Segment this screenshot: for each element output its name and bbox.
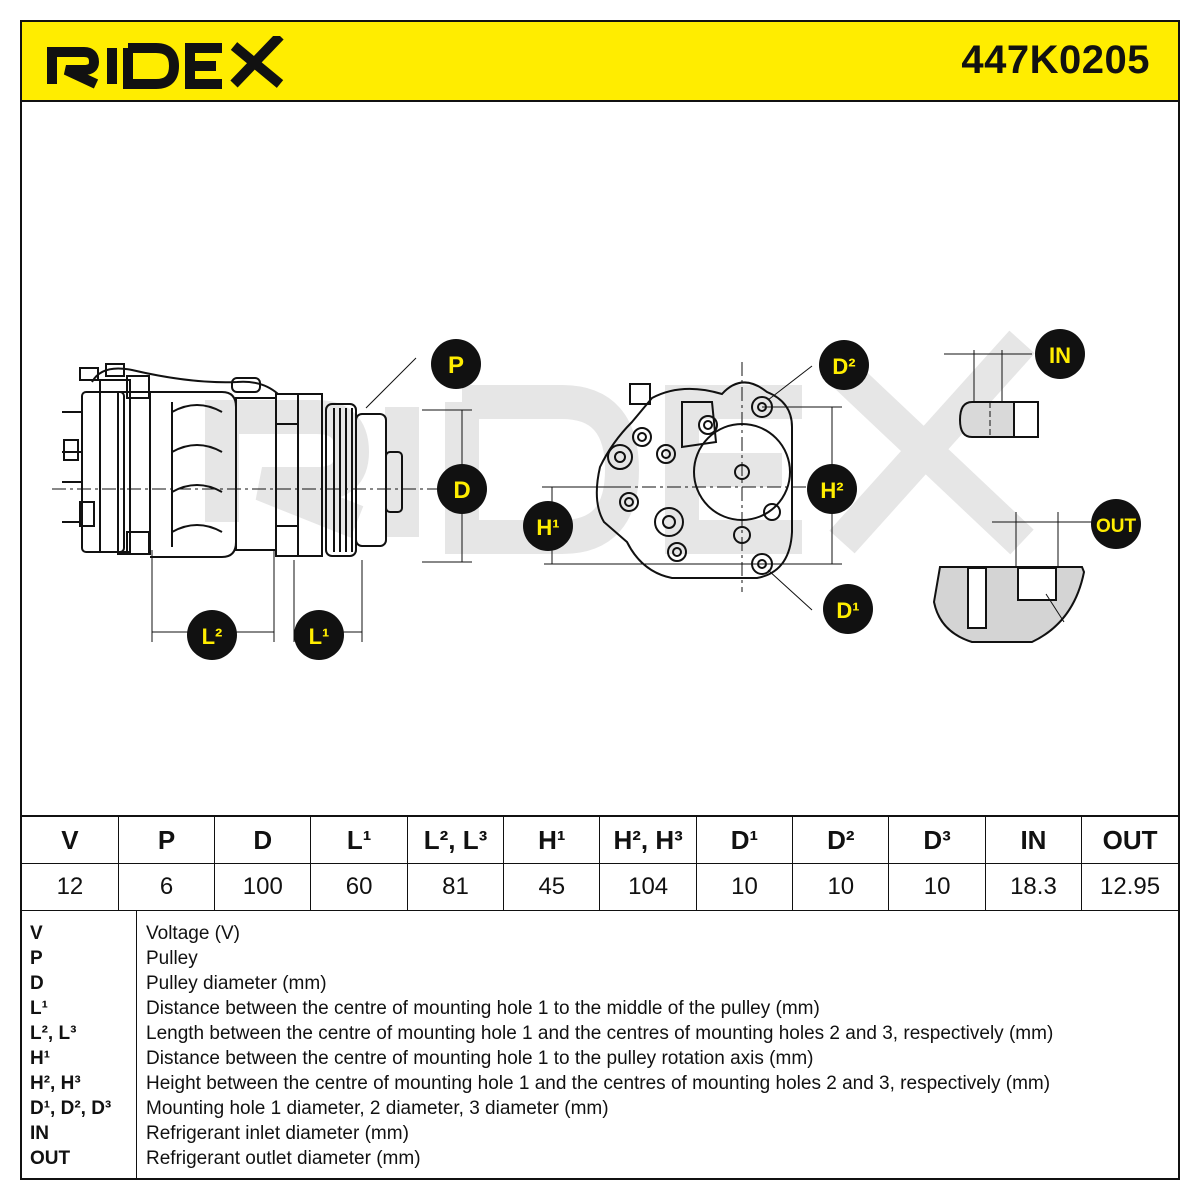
callout-h1: H¹ [523,501,573,551]
callout-l1-label: L¹ [309,624,330,649]
legend-symbol: H¹ [30,1048,51,1069]
legend-symbol: V [30,923,43,944]
spec-value-d1: 10 [695,863,794,911]
callout-l2-label: L² [202,624,223,649]
legend-description: Voltage (V) [146,923,240,944]
callout-in: IN [1035,329,1085,379]
legend-symbol: D¹, D², D³ [30,1098,112,1119]
spec-header-h2-h3: H², H³ [599,815,697,864]
inlet-fitting-detail [944,350,1039,438]
legend-row-p: P Pulley [22,948,1178,973]
compressor-front-view [595,381,793,579]
callout-out-label: OUT [1096,516,1137,537]
callout-h1-label: H¹ [536,515,559,540]
callout-l2: L² [187,610,237,660]
legend-description: Height between the centre of mounting ho… [146,1073,1051,1094]
callout-d: D [437,464,487,514]
legend-row-d: D Pulley diameter (mm) [22,973,1178,998]
spec-header-d: D [214,815,312,864]
spec-value-d3: 10 [888,863,986,911]
legend-description: Mounting hole 1 diameter, 2 diameter, 3 … [146,1098,609,1119]
spec-header-out: OUT [1081,815,1178,864]
spec-value-row: 12 6 100 60 81 45 104 10 10 10 18.3 12.9… [22,863,1178,911]
spec-value-l1: 60 [310,863,408,911]
spec-header-v: V [22,815,119,864]
spec-header-row: V P D L¹ L², L³ H¹ H², H³ D¹ D² D³ IN OU… [22,815,1178,864]
callout-d1: D¹ [823,584,873,634]
legend-row-v: V Voltage (V) [22,923,1178,948]
spec-value-v: 12 [22,863,119,911]
spec-header-h1: H¹ [503,815,601,864]
spec-value-h2-h3: 104 [599,863,697,911]
callout-h2: H² [807,464,857,514]
spec-header-p: P [117,815,216,864]
watermark-logo [205,330,1035,555]
legend-row-h2-h3: H², H³ Height between the centre of moun… [22,1073,1178,1098]
callout-d2-label: D² [832,354,855,379]
spec-value-out: 12.95 [1081,863,1178,911]
spec-value-l2-l3: 81 [406,863,505,911]
legend-row-out: OUT Refrigerant outlet diameter (mm) [22,1148,1178,1173]
legend-row-in: IN Refrigerant inlet diameter (mm) [22,1123,1178,1148]
spec-value-p: 6 [117,863,216,911]
outlet-fitting-detail [932,512,1092,643]
callout-p: P [431,339,481,389]
technical-drawing: P D L² L¹ H¹ H² [52,329,1141,660]
callout-out: OUT [1091,499,1141,549]
spec-header-l2-l3: L², L³ [406,815,505,864]
spec-header-d3: D³ [888,815,986,864]
legend-symbol: OUT [30,1148,71,1169]
spec-table: V P D L¹ L², L³ H¹ H², H³ D¹ D² D³ IN OU… [22,815,1178,911]
legend-row-l2-l3: L², L³ Length between the centre of moun… [22,1023,1178,1048]
spec-header-in: IN [984,815,1083,864]
part-number: 447K0205 [961,38,1150,82]
spec-header-d2: D² [792,815,890,864]
callout-l1: L¹ [294,610,344,660]
legend-divider [136,911,137,1179]
compressor-side-view [62,363,403,558]
callout-d-label: D [453,477,470,504]
spec-header-d1: D¹ [695,815,794,864]
spec-value-d2: 10 [792,863,890,911]
legend-symbol: P [30,948,43,969]
callout-h2-label: H² [820,478,843,503]
legend-description: Distance between the centre of mounting … [146,1048,814,1069]
legend-symbol: L¹ [30,998,48,1019]
spec-value-in: 18.3 [984,863,1083,911]
callouts: P D L² L¹ H¹ H² [187,329,1141,660]
legend-row-d1-d2-d3: D¹, D², D³ Mounting hole 1 diameter, 2 d… [22,1098,1178,1123]
spec-value-d: 100 [214,863,312,911]
legend-row-l1: L¹ Distance between the centre of mounti… [22,998,1178,1023]
datasheet: 447K0205 [20,20,1180,1180]
legend-row-h1: H¹ Distance between the centre of mounti… [22,1048,1178,1073]
callout-d1-label: D¹ [836,598,859,623]
legend-symbol: H², H³ [30,1073,81,1094]
header-bar: 447K0205 [22,22,1178,102]
spec-header-l1: L¹ [310,815,408,864]
ridex-logo [47,36,284,89]
legend-description: Length between the centre of mounting ho… [146,1023,1054,1044]
callout-d2: D² [819,340,869,390]
legend-symbol: D [30,973,44,994]
legend-description: Distance between the centre of mounting … [146,998,820,1019]
legend-description: Refrigerant outlet diameter (mm) [146,1148,421,1169]
legend-description: Pulley [146,948,198,969]
callout-p-label: P [448,352,464,379]
legend-symbol: L², L³ [30,1023,77,1044]
spec-value-h1: 45 [503,863,601,911]
legend-description: Pulley diameter (mm) [146,973,327,994]
legend-description: Refrigerant inlet diameter (mm) [146,1123,409,1144]
legend-symbol: IN [30,1123,49,1144]
callout-in-label: IN [1049,343,1071,368]
legend: V Voltage (V) P Pulley D Pulley diameter… [22,910,1178,1179]
